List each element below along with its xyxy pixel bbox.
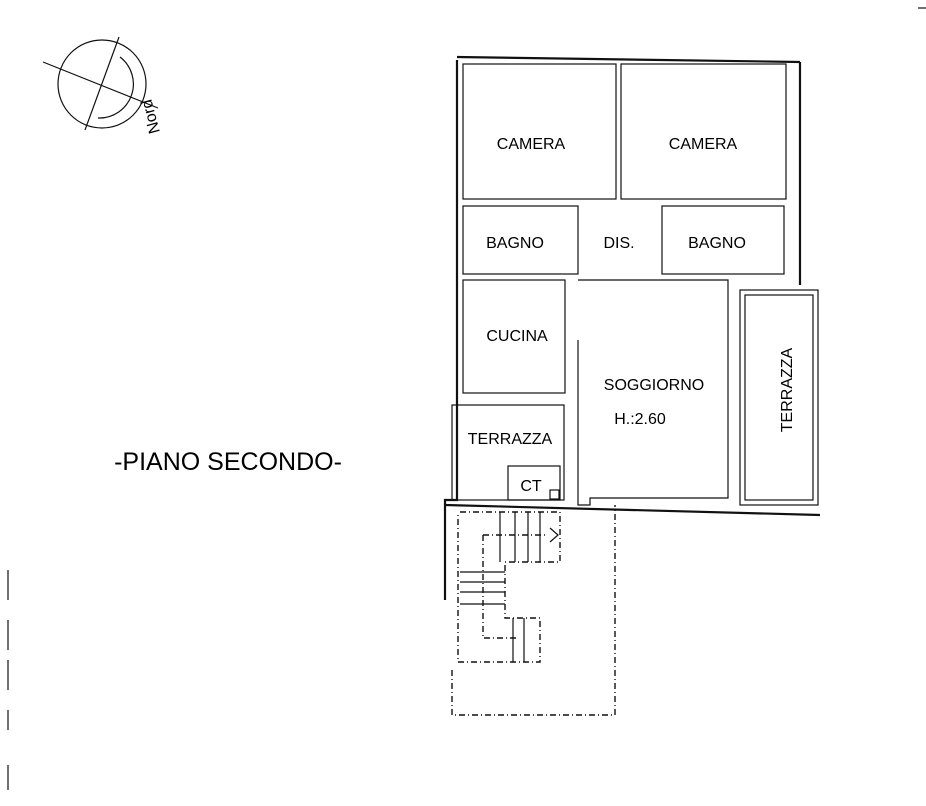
- room-soggiorno: SOGGIORNO: [604, 377, 704, 394]
- room-camera-left: CAMERA: [497, 136, 566, 153]
- floor-title: -PIANO SECONDO-: [114, 448, 342, 476]
- room-ct: CT: [520, 478, 542, 495]
- north-compass-icon: [42, 36, 159, 131]
- edge-marks: [7, 7, 926, 790]
- staircase: [451, 505, 616, 716]
- room-height: H.:2.60: [614, 411, 666, 428]
- room-terrazza-right: TERRAZZA: [779, 347, 796, 432]
- room-terrazza-left: TERRAZZA: [468, 431, 553, 448]
- room-bagno-left: BAGNO: [486, 235, 544, 252]
- room-cucina: CUCINA: [486, 328, 548, 345]
- walls: [443, 55, 821, 600]
- room-camera-right: CAMERA: [669, 136, 738, 153]
- room-disimpegno: DIS.: [603, 235, 634, 252]
- compass-label: Nord: [138, 97, 163, 135]
- room-bagno-right: BAGNO: [688, 235, 746, 252]
